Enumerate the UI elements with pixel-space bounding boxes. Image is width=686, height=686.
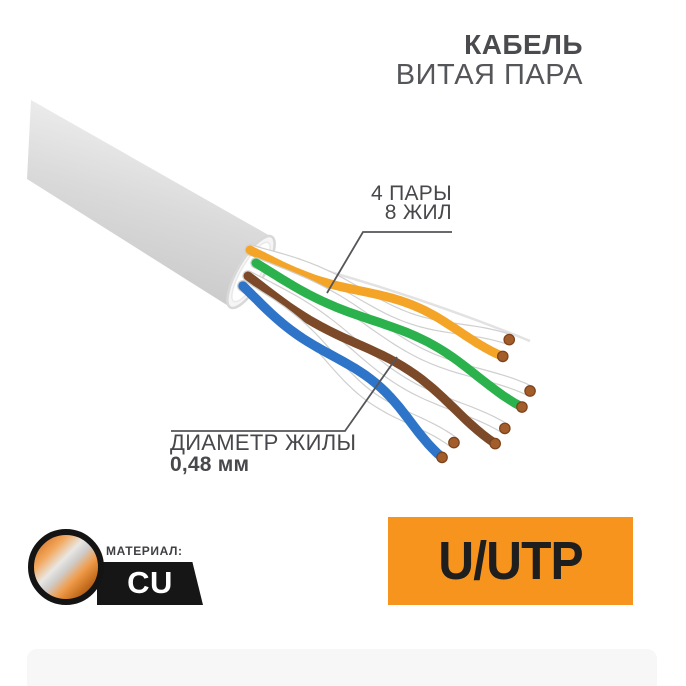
annotation-pairs-line1: 4 ПАРЫ <box>370 182 452 205</box>
copper-wire-icon <box>28 529 104 605</box>
copper-tip <box>516 401 528 413</box>
annotation-pairs: 4 ПАРЫ 8 ЖИЛ <box>300 182 452 224</box>
copper-tip <box>489 437 501 450</box>
bottom-panel <box>27 649 657 686</box>
annotation-diameter-label: ДИАМЕТР ЖИЛЫ <box>170 430 357 455</box>
twisted-pairs <box>237 244 536 464</box>
copper-tip <box>448 436 460 449</box>
copper-tip <box>436 451 448 464</box>
annotation-diameter: ДИАМЕТР ЖИЛЫ 0,48 мм <box>170 432 356 476</box>
product-title: КАБЕЛЬ <box>464 29 583 60</box>
material-label: МАТЕРИАЛ: <box>106 544 183 558</box>
copper-tip <box>496 350 509 363</box>
annotation-diameter-value: 0,48 мм <box>170 453 250 476</box>
copper-tip <box>524 385 536 397</box>
cable-type-label: U/UTP <box>438 531 583 591</box>
cable-type-badge: U/UTP <box>388 517 633 605</box>
leader-line-pairs <box>326 231 452 294</box>
material-badge: CU <box>97 562 203 605</box>
product-subtitle: ВИТАЯ ПАРА <box>395 59 583 91</box>
copper-tip <box>499 422 511 435</box>
annotation-pairs-line2: 8 ЖИЛ <box>384 201 452 224</box>
material-value: CU <box>127 564 173 600</box>
product-title-block: КАБЕЛЬ ВИТАЯ ПАРА <box>396 31 583 90</box>
copper-tip <box>503 333 516 346</box>
cable-jacket <box>27 100 272 307</box>
leader-line-diameter <box>171 356 398 432</box>
